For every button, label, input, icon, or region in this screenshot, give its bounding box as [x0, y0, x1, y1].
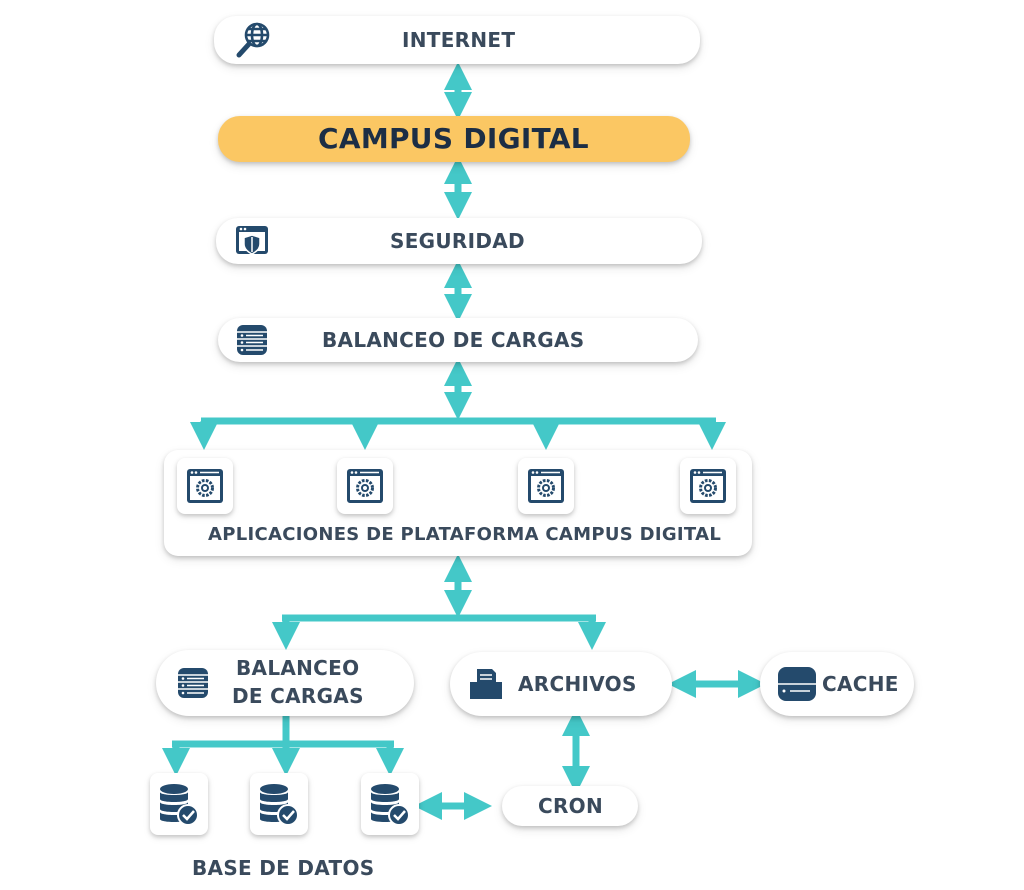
archivos-label: ARCHIVOS	[518, 672, 637, 696]
aplicaciones-label: APLICACIONES DE PLATAFORMA CAMPUS DIGITA…	[208, 524, 722, 545]
balanceo-db-node: BALANCEO DE CARGAS	[156, 650, 414, 716]
browser-gear-icon	[347, 469, 383, 503]
browser-gear-icon	[528, 469, 564, 503]
balanceo-cargas-node: BALANCEO DE CARGAS	[218, 318, 698, 362]
seguridad-node: SEGURIDAD	[216, 218, 702, 264]
database-tile-3	[361, 773, 419, 835]
database-check-icon	[160, 784, 199, 826]
database-check-icon	[260, 784, 299, 826]
browser-shield-icon	[236, 226, 268, 255]
balanceo-db-label-line1: BALANCEO	[236, 656, 360, 680]
base-de-datos-label: BASE DE DATOS	[192, 856, 375, 880]
balanceo-cargas-label: BALANCEO DE CARGAS	[322, 328, 585, 352]
archivos-node: ARCHIVOS	[450, 652, 672, 716]
cron-label: CRON	[538, 794, 604, 818]
campus-digital-node: CAMPUS DIGITAL	[218, 116, 690, 162]
database-tile-2	[250, 773, 308, 835]
balanceo-db-label-line2: DE CARGAS	[232, 684, 364, 708]
app-tile-1	[177, 458, 233, 514]
cache-label: CACHE	[822, 672, 899, 696]
globe-search-icon	[236, 22, 270, 58]
app-tile-2	[337, 458, 393, 514]
server-stack-icon	[237, 325, 267, 355]
campus-digital-label: CAMPUS DIGITAL	[318, 122, 589, 155]
aplicaciones-node: APLICACIONES DE PLATAFORMA CAMPUS DIGITA…	[164, 450, 752, 556]
app-tile-3	[518, 458, 574, 514]
browser-gear-icon	[690, 469, 726, 503]
seguridad-label: SEGURIDAD	[390, 229, 525, 253]
internet-node: INTERNET	[214, 16, 700, 64]
cache-node: CACHE	[760, 652, 914, 716]
server-icon	[778, 667, 816, 701]
browser-gear-icon	[187, 469, 223, 503]
app-tile-4	[680, 458, 736, 514]
server-stack-icon	[178, 668, 208, 698]
file-tray-icon	[470, 669, 502, 699]
cron-node: CRON	[502, 786, 638, 826]
internet-label: INTERNET	[402, 28, 516, 52]
database-tile-1	[150, 773, 208, 835]
database-check-icon	[371, 784, 410, 826]
